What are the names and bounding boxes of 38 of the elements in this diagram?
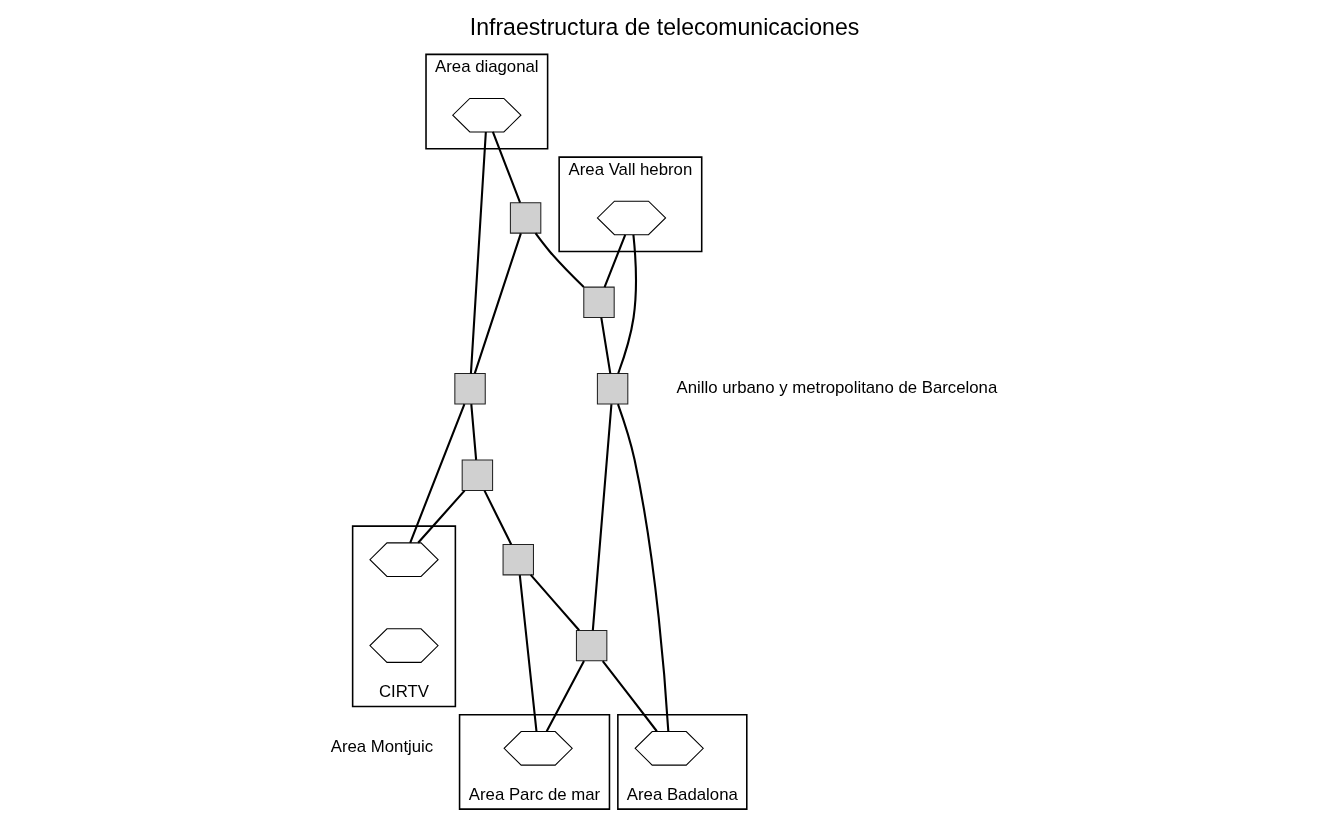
cluster: Area Vall hebron [557, 156, 702, 253]
diagram-title: Infraestructura de telecomunicaciones [469, 14, 859, 41]
node-label: Area Montjuic [330, 737, 433, 757]
connector [616, 403, 669, 732]
connector [545, 660, 585, 732]
connector [529, 574, 580, 631]
node-hexagon [502, 731, 573, 766]
connector [599, 317, 611, 374]
node-box [582, 286, 615, 319]
node-box [575, 629, 607, 662]
node-hexagon [596, 200, 666, 236]
connector [616, 234, 637, 374]
cluster: Area Parc de mar [458, 714, 610, 810]
node-hexagon [368, 628, 439, 663]
node-box [596, 373, 628, 405]
connector [473, 233, 522, 374]
connector [518, 574, 538, 732]
connector [601, 660, 658, 732]
label: Anillo urbano y metropolitano de Barcelona [676, 377, 997, 397]
node-box [461, 459, 493, 491]
connector [534, 232, 584, 288]
node-box [453, 373, 486, 405]
connector [491, 131, 521, 203]
connector [408, 403, 465, 544]
connector [416, 489, 465, 544]
connector [469, 404, 477, 460]
node-hexagon [633, 731, 704, 766]
connector [469, 131, 487, 374]
connector [603, 234, 626, 288]
node-hexagon [368, 542, 439, 577]
node-box [509, 202, 541, 234]
cluster: CIRTV [351, 525, 456, 708]
cluster: Area diagonal [424, 53, 548, 150]
node-box [502, 543, 534, 576]
cluster: Area Badalona [616, 714, 748, 810]
connector [483, 490, 512, 545]
connector [591, 404, 612, 631]
node-hexagon [451, 97, 522, 133]
